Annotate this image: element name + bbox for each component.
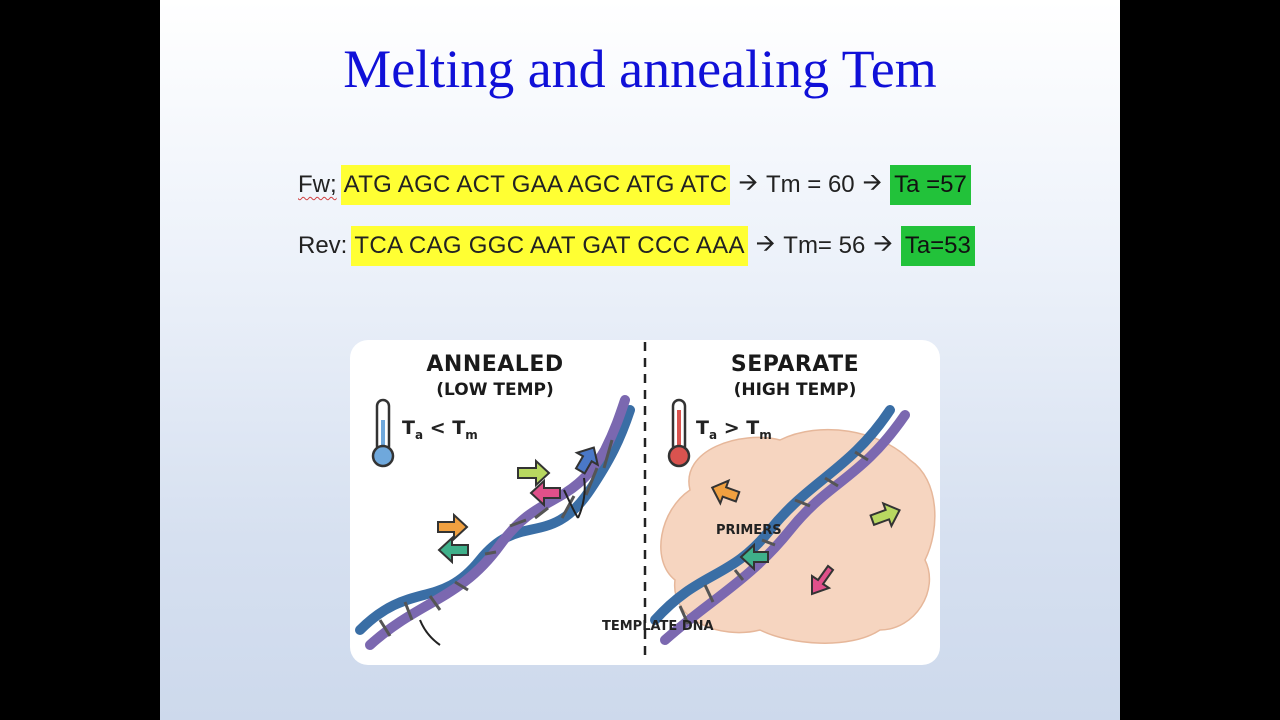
temperature-comparison-low: Ta < Tm xyxy=(402,417,478,442)
melting-temperature: Tm= 56 xyxy=(783,232,866,259)
primer-sequence: ATG AGC ACT GAA AGC ATG ATC xyxy=(340,165,731,205)
primer-arrow-icon xyxy=(437,446,600,565)
annealing-temperature: Ta=53 xyxy=(900,226,975,266)
primers-label: PRIMERS xyxy=(716,523,782,538)
dna-helix-icon xyxy=(650,405,910,645)
annealing-temperature: Ta =57 xyxy=(890,165,971,205)
primer-arrow-icon xyxy=(710,478,901,596)
arrow-right-icon: 🡪 xyxy=(755,229,776,257)
primer-row-forward: Fw; ATG AGC ACT GAA AGC ATG ATC 🡪 Tm = 6… xyxy=(298,163,971,207)
melting-temperature: Tm = 60 xyxy=(765,171,855,198)
arrow-right-icon: 🡪 xyxy=(873,229,893,257)
separate-subheading: (HIGH TEMP) xyxy=(733,380,857,400)
primer-sequence: TCA CAG GGC AAT GAT CCC AAA xyxy=(351,226,748,266)
slide: Melting and annealing Tem Fw; ATG AGC AC… xyxy=(160,0,1120,720)
pointer-arrows xyxy=(419,477,586,646)
primer-row-reverse: Rev: TCA CAG GGC AAT GAT CCC AAA 🡪 Tm= 5… xyxy=(298,224,975,268)
arrow-right-icon: 🡪 xyxy=(862,168,883,196)
temperature-comparison-high: Ta > Tm xyxy=(696,417,772,442)
primer-label: Fw; xyxy=(298,171,337,198)
annealed-subheading: (LOW TEMP) xyxy=(436,380,554,400)
slide-title: Melting and annealing Tem xyxy=(343,39,937,99)
arrow-right-icon: 🡪 xyxy=(738,168,758,196)
primer-label: Rev: xyxy=(298,232,348,259)
illustration-graphics xyxy=(355,342,936,662)
thermometer-hot-icon xyxy=(667,398,691,468)
dna-helix-icon xyxy=(355,395,635,650)
template-dna-label: TEMPLATE DNA xyxy=(602,619,714,634)
thermometer-cold-icon xyxy=(371,398,395,468)
separate-heading: SEPARATE xyxy=(730,352,860,377)
annealed-heading: ANNEALED xyxy=(426,352,564,377)
annealing-illustration: ANNEALED (LOW TEMP) SEPARATE (HIGH TEMP)… xyxy=(350,340,940,665)
